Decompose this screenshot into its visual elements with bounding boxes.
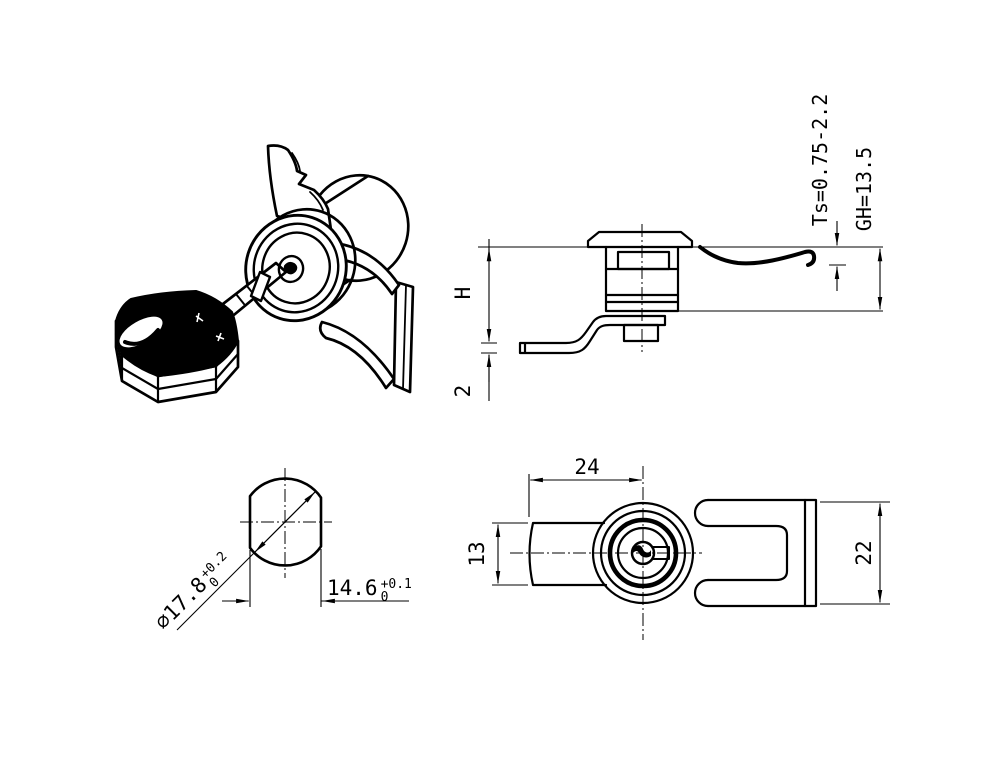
face-ring	[252, 222, 340, 314]
flange-cap	[586, 230, 694, 249]
dim-24-label: 24	[574, 455, 599, 479]
cylinder-section-outline	[248, 477, 323, 567]
front-bracket-bottom-cap	[693, 578, 710, 608]
dim-22-ext	[820, 501, 890, 605]
cam-nut	[622, 323, 660, 343]
spring-wing-fold-line	[291, 152, 324, 211]
front-keyhole-wards	[633, 545, 651, 558]
dim-13-label: 13	[465, 541, 489, 566]
key-head-hole	[119, 316, 163, 348]
key-blade-collar	[249, 270, 272, 303]
bracket-back-plate	[392, 280, 415, 394]
front-view: 24 13 22	[465, 455, 890, 640]
keyhole-iso	[277, 254, 305, 284]
bracket-bottom-prong	[318, 320, 396, 390]
dim-2-ticks	[481, 342, 497, 354]
face-disc	[261, 231, 331, 305]
bracket-back-edge	[402, 284, 407, 390]
keyhole-iso-wards	[283, 261, 298, 275]
key-head-top	[115, 290, 239, 377]
dim-H-label: H	[451, 287, 475, 300]
dim-flats-ext-lines	[249, 549, 322, 607]
dim-dia-arrow-sw	[254, 521, 286, 553]
isometric-view	[114, 144, 415, 404]
front-cam-arm	[528, 521, 608, 587]
dim-dia-arrow-ne	[284, 491, 316, 523]
front-bracket-cutout	[706, 524, 789, 582]
front-bracket-outer	[706, 498, 818, 608]
lock-body-keyway	[616, 250, 671, 271]
key-head-band-joints	[120, 353, 218, 404]
front-bracket-top-cap	[693, 498, 710, 528]
dim-22-label: 22	[852, 540, 876, 565]
dim-13-ext	[492, 522, 528, 586]
dim-dia-label: ⌀17.8+0.20	[150, 548, 239, 637]
side-view: H 2 Ts=0.75-2.2 GH=13.5	[451, 94, 883, 401]
key-head-hole-curve	[123, 328, 160, 346]
dim-Ts-label: Ts=0.75-2.2	[808, 94, 832, 226]
spring-clip	[698, 245, 817, 267]
cam-offset-arm	[518, 314, 667, 355]
dim-2-label: 2	[451, 385, 475, 398]
key-head-glints	[195, 312, 225, 342]
dim-GH-label: GH=13.5	[852, 147, 876, 231]
